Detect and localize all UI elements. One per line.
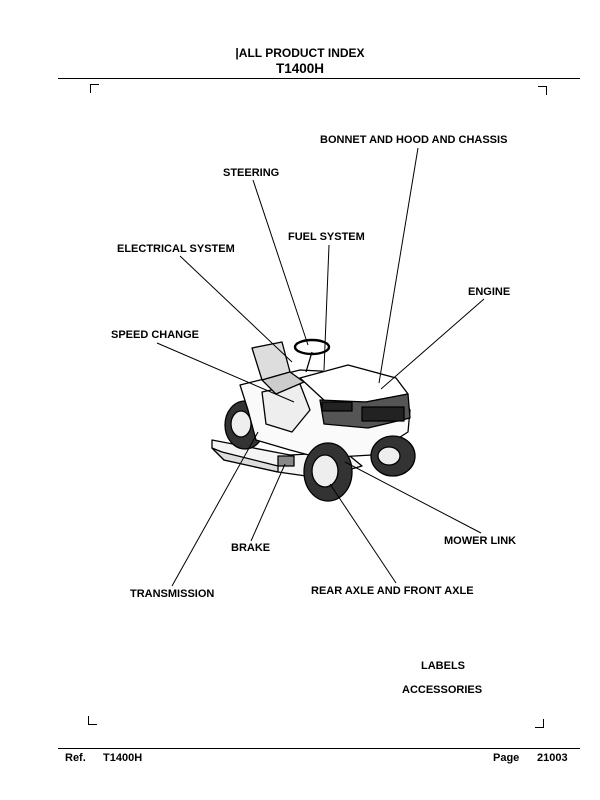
leader-transmission — [171, 431, 259, 587]
label-speed-change[interactable]: SPEED CHANGE — [111, 329, 200, 341]
leader-speed-change — [156, 342, 295, 403]
leader-fuel — [323, 244, 330, 371]
model-title: T1400H — [275, 61, 325, 76]
label-brake[interactable]: BRAKE — [231, 542, 271, 554]
label-electrical-system[interactable]: ELECTRICAL SYSTEM — [117, 243, 235, 255]
label-rear-front-axle[interactable]: REAR AXLE AND FRONT AXLE — [311, 585, 474, 597]
leader-axle — [329, 483, 397, 584]
label-transmission[interactable]: TRANSMISSION — [130, 588, 215, 600]
label-engine[interactable]: ENGINE — [468, 286, 511, 298]
label-steering[interactable]: STEERING — [223, 167, 280, 179]
leader-brake — [250, 463, 286, 542]
leader-steering — [252, 179, 309, 346]
label-labels[interactable]: LABELS — [421, 660, 465, 672]
corner-mark-bottom-right — [535, 719, 544, 728]
label-accessories[interactable]: ACCESSORIES — [402, 684, 483, 696]
leader-bonnet — [378, 147, 419, 384]
leader-engine — [380, 298, 485, 390]
footer-ref-model: T1400H — [103, 752, 143, 764]
label-bonnet-hood-chassis[interactable]: BONNET AND HOOD AND CHASSIS — [320, 134, 508, 146]
footer-rule — [58, 748, 580, 749]
lawn-tractor-illustration — [211, 338, 416, 502]
leader-mower-link — [344, 461, 482, 534]
footer-ref-label: Ref. — [65, 752, 86, 764]
footer-page-number: 21003 — [537, 752, 568, 764]
callout-leader-lines — [156, 147, 485, 587]
corner-mark-bottom-left — [88, 716, 97, 725]
footer-page-label: Page — [493, 752, 520, 764]
label-mower-link[interactable]: MOWER LINK — [444, 535, 517, 547]
header-rule — [58, 78, 580, 79]
corner-mark-top-right — [538, 86, 547, 95]
corner-mark-top-left — [90, 84, 99, 93]
label-fuel-system[interactable]: FUEL SYSTEM — [288, 231, 365, 243]
leader-electrical — [179, 255, 293, 363]
page-title: |ALL PRODUCT INDEX — [235, 46, 365, 60]
